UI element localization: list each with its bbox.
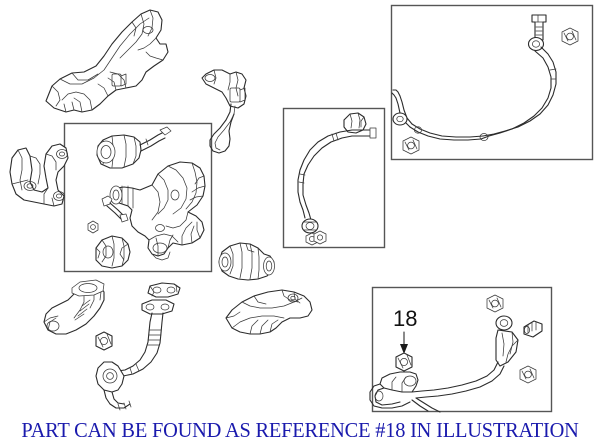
part-turbocharger (109, 161, 206, 261)
part-oil-return-pipe (95, 299, 175, 411)
part-washer-lower-right (519, 365, 537, 384)
caption-text: PART CAN BE FOUND AS REFERENCE #18 IN IL… (21, 418, 579, 442)
box-coolant-line (282, 107, 386, 249)
part-turbo-flange-fitting (95, 235, 131, 269)
part-turbocharger-assembly (87, 126, 206, 269)
part-actuator-bolt (101, 195, 129, 223)
part-washer-top-right (486, 294, 504, 313)
part-sealing-washer-top (561, 27, 579, 46)
part-drain-nut (95, 331, 113, 351)
reference-number-label: 18 (393, 306, 418, 331)
part-connector-elbow (218, 242, 275, 281)
part-stud (523, 320, 543, 338)
part-oil-return-line-ref18 (369, 294, 543, 413)
part-gasket (147, 282, 181, 298)
part-hose-clamp-bracket (201, 69, 247, 154)
part-sealing-washer-left (402, 136, 420, 155)
part-heat-shield (45, 9, 169, 113)
part-sealing-washer (305, 230, 327, 246)
part-coolant-feed-line (297, 112, 377, 246)
part-support-bracket (225, 289, 313, 335)
part-banjo-bolt (531, 14, 547, 41)
part-reference-18-nut (395, 352, 413, 372)
callout-arrow-icon (400, 331, 408, 354)
box-oil-feed-line (390, 4, 594, 161)
part-small-nut (87, 220, 99, 234)
part-mounting-bracket-left (9, 143, 69, 207)
part-wastegate-actuator (96, 126, 172, 169)
part-oil-feed-line (391, 14, 579, 155)
part-oil-drain-pipe-left (43, 279, 105, 335)
